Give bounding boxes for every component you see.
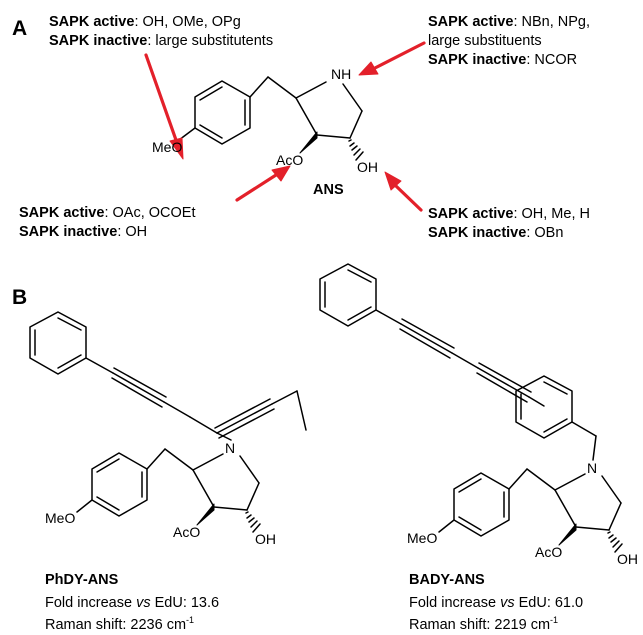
inactive-value: : OH xyxy=(117,224,148,240)
phdy-compound-name: PhDY-ANS xyxy=(45,572,119,588)
phdy-phenyl-ring xyxy=(29,311,87,375)
fold-prefix: Fold increase xyxy=(409,595,501,611)
fold-prefix: Fold increase xyxy=(45,595,137,611)
fold-suffix: EdU: 61.0 xyxy=(514,595,584,611)
phdy-ans-structure xyxy=(29,311,307,439)
active-value: : OH, OMe, OPg xyxy=(134,14,241,30)
active-label: SAPK active xyxy=(428,14,514,30)
active-value: : OH, Me, H xyxy=(513,206,590,222)
ans-hydrogen: H xyxy=(341,66,352,82)
phdy-nitrogen-label: N xyxy=(225,440,236,456)
annotation-top-right-inactive: SAPK inactive: NCOR xyxy=(428,52,577,68)
raman-prefix: Raman shift: 2236 cm xyxy=(45,617,187,633)
ans-methoxy-label: MeO xyxy=(152,139,183,155)
phdy-acetoxy-label: AcO xyxy=(173,524,201,540)
inactive-value: : NCOR xyxy=(526,52,578,68)
arrow-acetoxy-head xyxy=(271,165,291,182)
bady-compound-name: BADY-ANS xyxy=(409,572,485,588)
ans-acetoxy-label: AcO xyxy=(276,152,304,168)
arrow-methoxy xyxy=(144,53,178,142)
phdy-raman-shift: Raman shift: 2236 cm-1 xyxy=(45,615,195,633)
phdy-methoxy-label: MeO xyxy=(45,510,76,526)
ans-hydroxy-hash xyxy=(348,139,364,161)
sar-arrows xyxy=(144,41,426,212)
ans-compound-name: ANS xyxy=(313,182,344,198)
bady-raman-shift: Raman shift: 2219 cm-1 xyxy=(409,615,559,633)
active-label: SAPK active xyxy=(19,205,105,221)
raman-sup: -1 xyxy=(550,615,559,626)
annotation-top-right-active-2: large substituents xyxy=(428,33,542,49)
annotation-top-left-inactive: SAPK inactive: large substitutents xyxy=(49,33,273,49)
ans-benzyl-bond xyxy=(249,76,269,98)
bady-hydroxy-label: OH xyxy=(617,551,638,567)
fold-vs: vs xyxy=(500,595,515,611)
panel-a-label: A xyxy=(12,17,28,40)
fold-vs: vs xyxy=(136,595,151,611)
bady-benzyl-ring xyxy=(515,375,573,439)
phdy-fold-increase: Fold increase vs EdU: 13.6 xyxy=(45,595,219,611)
annotation-bottom-left-inactive: SAPK inactive: OH xyxy=(19,224,147,240)
ans-benzene-ring xyxy=(194,80,251,145)
bady-methoxy-label: MeO xyxy=(407,530,438,546)
ans-nitrogen: N xyxy=(331,66,342,82)
active-value: : OAc, OCOEt xyxy=(104,205,196,221)
ans-ch2-bond xyxy=(267,76,297,99)
bady-acetoxy-label: AcO xyxy=(535,544,563,560)
arrow-amine-head xyxy=(358,61,379,76)
bady-nitrogen-label: N xyxy=(587,460,598,476)
arrow-hydroxy xyxy=(394,184,423,212)
bady-phenyl-ring xyxy=(319,263,377,327)
arrow-methoxy-head xyxy=(169,137,184,160)
bady-ch2-bond xyxy=(571,421,597,437)
arrow-amine xyxy=(373,41,426,70)
bady-diyne-chain xyxy=(375,309,545,407)
arrow-acetoxy xyxy=(235,173,278,202)
ans-pyrrolidine-ring xyxy=(295,81,363,139)
active-label: SAPK active xyxy=(428,206,514,222)
inactive-label: SAPK inactive xyxy=(428,225,527,241)
annotation-top-left-active: SAPK active: OH, OMe, OPg xyxy=(49,14,241,30)
bady-ans-structure xyxy=(319,263,597,461)
inactive-label: SAPK inactive xyxy=(19,224,118,240)
active-value: : NBn, NPg, xyxy=(513,14,590,30)
ans-structure xyxy=(178,76,364,161)
arrow-hydroxy-head xyxy=(384,171,402,191)
bady-core-benzene xyxy=(453,472,510,537)
raman-sup: -1 xyxy=(186,615,195,626)
fold-suffix: EdU: 13.6 xyxy=(150,595,220,611)
ans-acetoxy-wedge xyxy=(299,131,318,154)
inactive-value: : large substitutents xyxy=(147,33,274,49)
panel-b-label: B xyxy=(12,286,28,309)
bady-n-ch2-bond xyxy=(592,435,597,461)
inactive-label: SAPK inactive xyxy=(49,33,148,49)
ans-nh-label: NH xyxy=(331,66,351,82)
active-label: SAPK active xyxy=(49,14,135,30)
ans-hydroxy-label: OH xyxy=(357,159,378,175)
inactive-value: : OBn xyxy=(526,225,564,241)
annotation-bottom-right-active: SAPK active: OH, Me, H xyxy=(428,206,590,222)
bady-core-drawing xyxy=(438,468,623,553)
bady-fold-increase: Fold increase vs EdU: 61.0 xyxy=(409,595,583,611)
phdy-hydroxy-label: OH xyxy=(255,531,276,547)
raman-prefix: Raman shift: 2219 cm xyxy=(409,617,551,633)
inactive-label: SAPK inactive xyxy=(428,52,527,68)
phdy-core-drawing xyxy=(76,432,261,533)
annotation-bottom-right-inactive: SAPK inactive: OBn xyxy=(428,225,563,241)
phdy-core-benzene xyxy=(91,452,148,517)
phdy-diyne-chain xyxy=(85,357,307,439)
annotation-bottom-left-active: SAPK active: OAc, OCOEt xyxy=(19,205,195,221)
annotation-top-right-active: SAPK active: NBn, NPg, xyxy=(428,14,590,30)
